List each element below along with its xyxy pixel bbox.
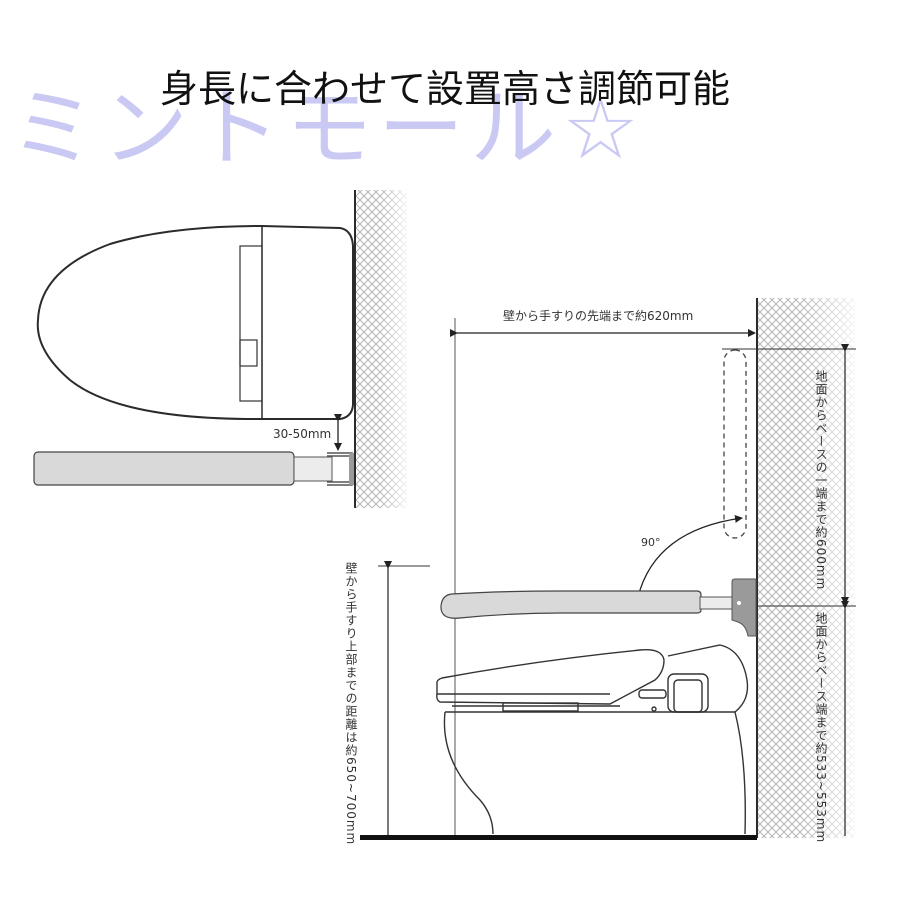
side-view bbox=[360, 298, 856, 840]
rotation-label: 90° bbox=[641, 536, 661, 549]
top-view bbox=[33, 190, 407, 508]
handrail-top bbox=[33, 451, 295, 486]
page-title: 身長に合わせて設置高さ調節可能 bbox=[160, 67, 731, 111]
right-upper-label: 地面からベースの一端まで約600mm bbox=[814, 370, 828, 591]
toilet-side bbox=[436, 644, 749, 835]
gap-label: 30-50mm bbox=[273, 427, 332, 441]
toilet-top-outline bbox=[36, 224, 354, 421]
left-vertical-label: 壁から手すり上部までの距離は約650~700mm bbox=[344, 562, 358, 846]
handrail-side bbox=[440, 590, 702, 619]
floor-line bbox=[360, 835, 757, 840]
rotation-arc bbox=[632, 514, 743, 605]
horizontal-distance-label: 壁から手すりの先端まで約620mm bbox=[503, 309, 694, 323]
watermark-text: ミントモール☆ bbox=[10, 79, 646, 179]
handrail-folded-dashed bbox=[723, 349, 747, 539]
bracket-side bbox=[731, 578, 757, 637]
right-lower-label: 地面からベース端まで約533~553mm bbox=[814, 612, 828, 844]
